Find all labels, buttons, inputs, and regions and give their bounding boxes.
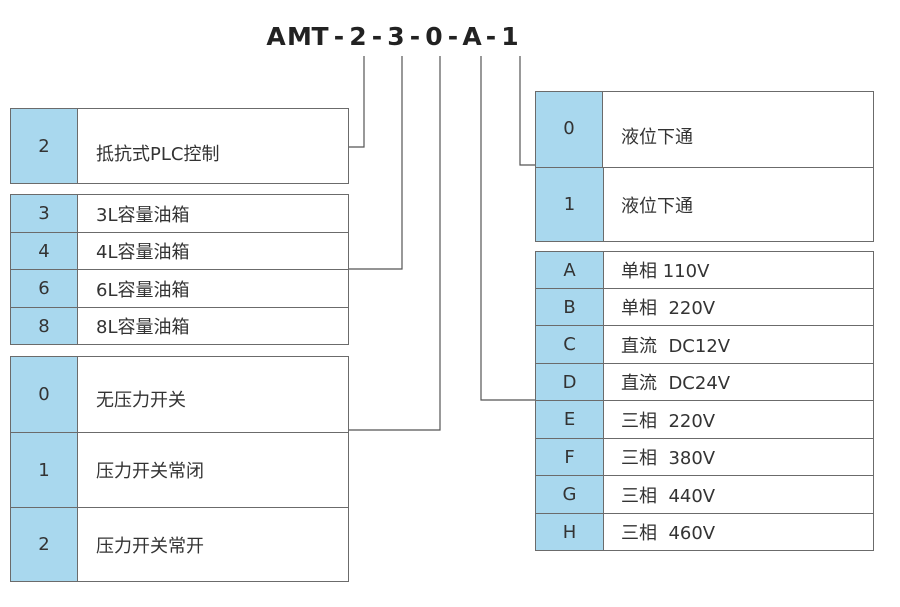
option-row-pressure-1: 1 压力开关常闭 bbox=[10, 432, 349, 508]
option-desc: 液位下通 bbox=[621, 195, 693, 217]
connector-level bbox=[519, 56, 535, 166]
model-separator: - bbox=[409, 22, 421, 51]
model-char: A bbox=[462, 22, 482, 51]
option-desc: 直流 DC24V bbox=[621, 373, 731, 394]
option-code: 0 bbox=[11, 357, 78, 432]
option-row-level-1: 1 液位下通 bbox=[535, 167, 874, 242]
option-desc: 3L容量油箱 bbox=[96, 204, 190, 226]
model-separator: - bbox=[485, 22, 497, 51]
option-desc: 液位下通 bbox=[621, 126, 693, 148]
option-desc: 直流 DC12V bbox=[621, 335, 731, 357]
option-row-level-0: 0 液位下通 bbox=[535, 91, 874, 168]
option-desc: 无压力开关 bbox=[96, 389, 186, 411]
model-char: 0 bbox=[425, 22, 443, 51]
option-desc: 三相 220V bbox=[621, 410, 716, 432]
option-row-tank-4: 4 4L容量油箱 bbox=[10, 232, 349, 270]
option-code: 3 bbox=[11, 195, 78, 232]
option-code: C bbox=[536, 326, 604, 363]
option-desc: 压力开关常闭 bbox=[96, 461, 204, 482]
option-desc: 6L容量油箱 bbox=[96, 279, 190, 301]
option-row-voltage-d: D 直流 DC24V bbox=[535, 363, 874, 401]
model-char: M bbox=[287, 22, 312, 51]
option-desc: 压力开关常开 bbox=[96, 535, 204, 557]
option-row-tank-6: 6 6L容量油箱 bbox=[10, 269, 349, 308]
option-row-voltage-g: G 三相 440V bbox=[535, 475, 874, 514]
connector-control bbox=[349, 56, 365, 148]
option-code: H bbox=[536, 514, 604, 550]
connector-voltage bbox=[480, 56, 535, 401]
option-code: 1 bbox=[536, 168, 604, 241]
model-separator: - bbox=[371, 22, 383, 51]
option-row-tank-3: 3 3L容量油箱 bbox=[10, 194, 349, 233]
option-code: 2 bbox=[11, 508, 78, 581]
connector-pressure bbox=[349, 56, 441, 431]
option-code: 1 bbox=[11, 433, 78, 507]
model-char: A bbox=[266, 22, 286, 51]
option-desc: 8L容量油箱 bbox=[96, 317, 190, 338]
model-char: 2 bbox=[349, 22, 367, 51]
option-row-tank-8: 8 8L容量油箱 bbox=[10, 307, 349, 345]
model-char: 3 bbox=[387, 22, 405, 51]
option-desc: 三相 460V bbox=[621, 523, 716, 544]
option-code: 0 bbox=[536, 92, 603, 167]
option-row-voltage-e: E 三相 220V bbox=[535, 400, 874, 439]
option-code: 6 bbox=[11, 270, 78, 307]
option-row-voltage-a: A 单相 110V bbox=[535, 251, 874, 289]
option-code: 8 bbox=[11, 308, 78, 344]
option-row-voltage-c: C 直流 DC12V bbox=[535, 325, 874, 364]
option-desc: 单相 110V bbox=[621, 261, 710, 282]
model-char: 1 bbox=[501, 22, 519, 51]
option-row-control-2: 2 抵抗式PLC控制 bbox=[10, 108, 349, 184]
option-desc: 三相 380V bbox=[621, 448, 716, 469]
option-code: B bbox=[536, 289, 604, 325]
model-char: T bbox=[311, 22, 329, 51]
option-row-pressure-2: 2 压力开关常开 bbox=[10, 507, 349, 582]
option-desc: 抵抗式PLC控制 bbox=[96, 144, 220, 165]
option-code: 2 bbox=[11, 109, 78, 183]
option-code: A bbox=[536, 252, 604, 288]
option-code: D bbox=[536, 364, 604, 400]
model-separator: - bbox=[447, 22, 459, 51]
option-row-voltage-b: B 单相 220V bbox=[535, 288, 874, 326]
option-code: F bbox=[536, 439, 604, 475]
connector-tank bbox=[349, 56, 403, 270]
model-separator: - bbox=[333, 22, 345, 51]
option-desc: 单相 220V bbox=[621, 298, 716, 319]
option-code: E bbox=[536, 401, 604, 438]
option-row-pressure-0: 0 无压力开关 bbox=[10, 356, 349, 433]
option-code: 4 bbox=[11, 233, 78, 269]
option-row-voltage-h: H 三相 460V bbox=[535, 513, 874, 551]
option-row-voltage-f: F 三相 380V bbox=[535, 438, 874, 476]
option-code: G bbox=[536, 476, 604, 513]
option-desc: 4L容量油箱 bbox=[96, 242, 190, 263]
model-code-title: AMT-2-3-0-A-1 bbox=[265, 22, 521, 51]
option-desc: 三相 440V bbox=[621, 485, 716, 507]
